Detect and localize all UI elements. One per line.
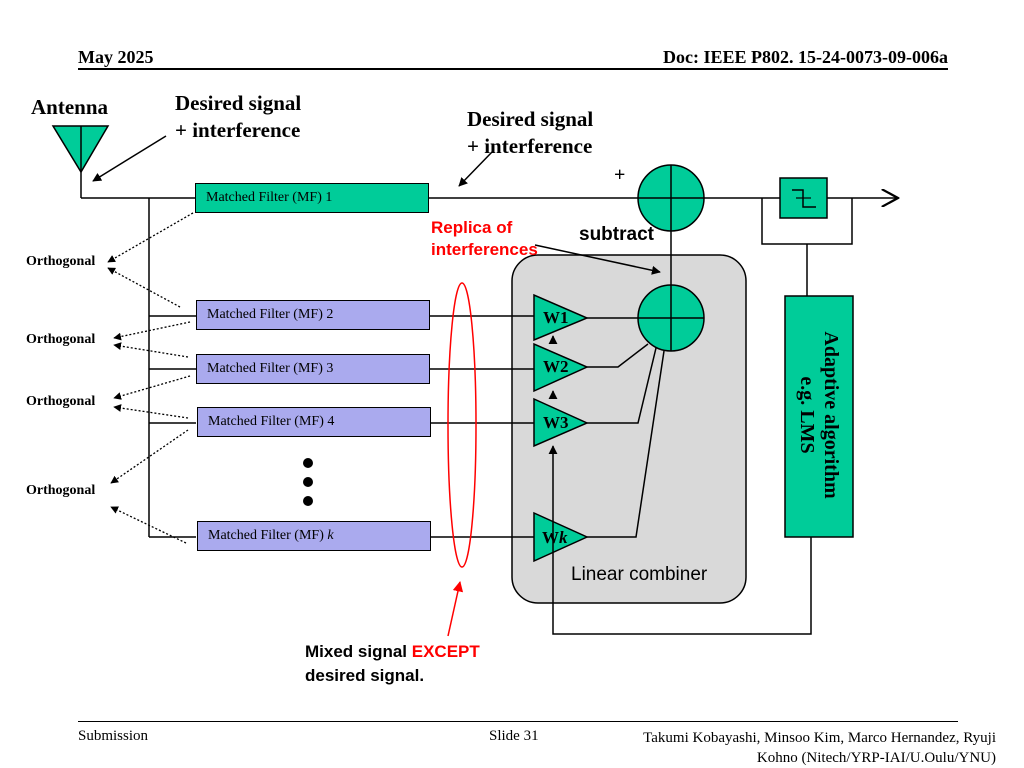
footer-authors: Takumi Kobayashi, Minsoo Kim, Marco Hern… [643, 730, 996, 766]
orthogonal-label: Orthogonal [26, 394, 96, 409]
replica-label: Replica of interferences [431, 218, 538, 259]
matched-filter-3: Matched Filter (MF) 3 [196, 354, 430, 384]
linear-combiner-label: Linear combiner [571, 564, 708, 585]
orthogonal-label: Orthogonal [26, 254, 96, 269]
matched-filter-4: Matched Filter (MF) 4 [197, 407, 431, 437]
desired-interference-label-1: Desired signal + interference [175, 91, 302, 142]
mixed-signal-ellipse [447, 282, 477, 568]
matched-filter-2: Matched Filter (MF) 2 [196, 300, 430, 330]
header-rule [78, 68, 948, 70]
header-date: May 2025 [78, 47, 154, 67]
weight-label-w2: W2 [543, 357, 569, 376]
plus-sign: + [614, 164, 626, 186]
mixed-signal-label: Mixed signal EXCEPT desired signal. [305, 642, 480, 685]
weight-triangle-w2 [533, 342, 589, 393]
matched-filter-1: Matched Filter (MF) 1 [195, 183, 429, 213]
weight-triangle-wk [533, 511, 589, 563]
ellipsis-dot [303, 477, 313, 487]
ellipsis-dot [303, 458, 313, 468]
weight-triangle-w3 [533, 397, 589, 448]
weight-label-w3: W3 [543, 413, 569, 432]
adaptive-algorithm-box [784, 295, 854, 538]
orthogonal-label: Orthogonal [26, 332, 96, 347]
antenna-label: Antenna [31, 95, 109, 119]
weight-label-wk: Wk [542, 528, 568, 547]
desired-interference-label-2: Desired signal + interference [467, 107, 594, 158]
footer-submission: Submission [78, 728, 149, 744]
subtract-label: subtract [579, 224, 654, 245]
adaptive-algorithm-label: Adaptive algorithm e.g. LMS [796, 331, 842, 499]
header-doc-id: Doc: IEEE P802. 15-24-0073-09-006a [663, 47, 948, 67]
mixed-signal-pointer [447, 580, 464, 637]
matched-filter-k: Matched Filter (MF) k [197, 521, 431, 551]
weight-label-w1: W1 [543, 308, 569, 327]
weight-triangle-w1 [533, 293, 589, 342]
ellipsis-dot [303, 496, 313, 506]
footer-rule [78, 721, 958, 722]
orthogonal-label: Orthogonal [26, 483, 96, 498]
footer-slide-number: Slide 31 [489, 728, 539, 744]
